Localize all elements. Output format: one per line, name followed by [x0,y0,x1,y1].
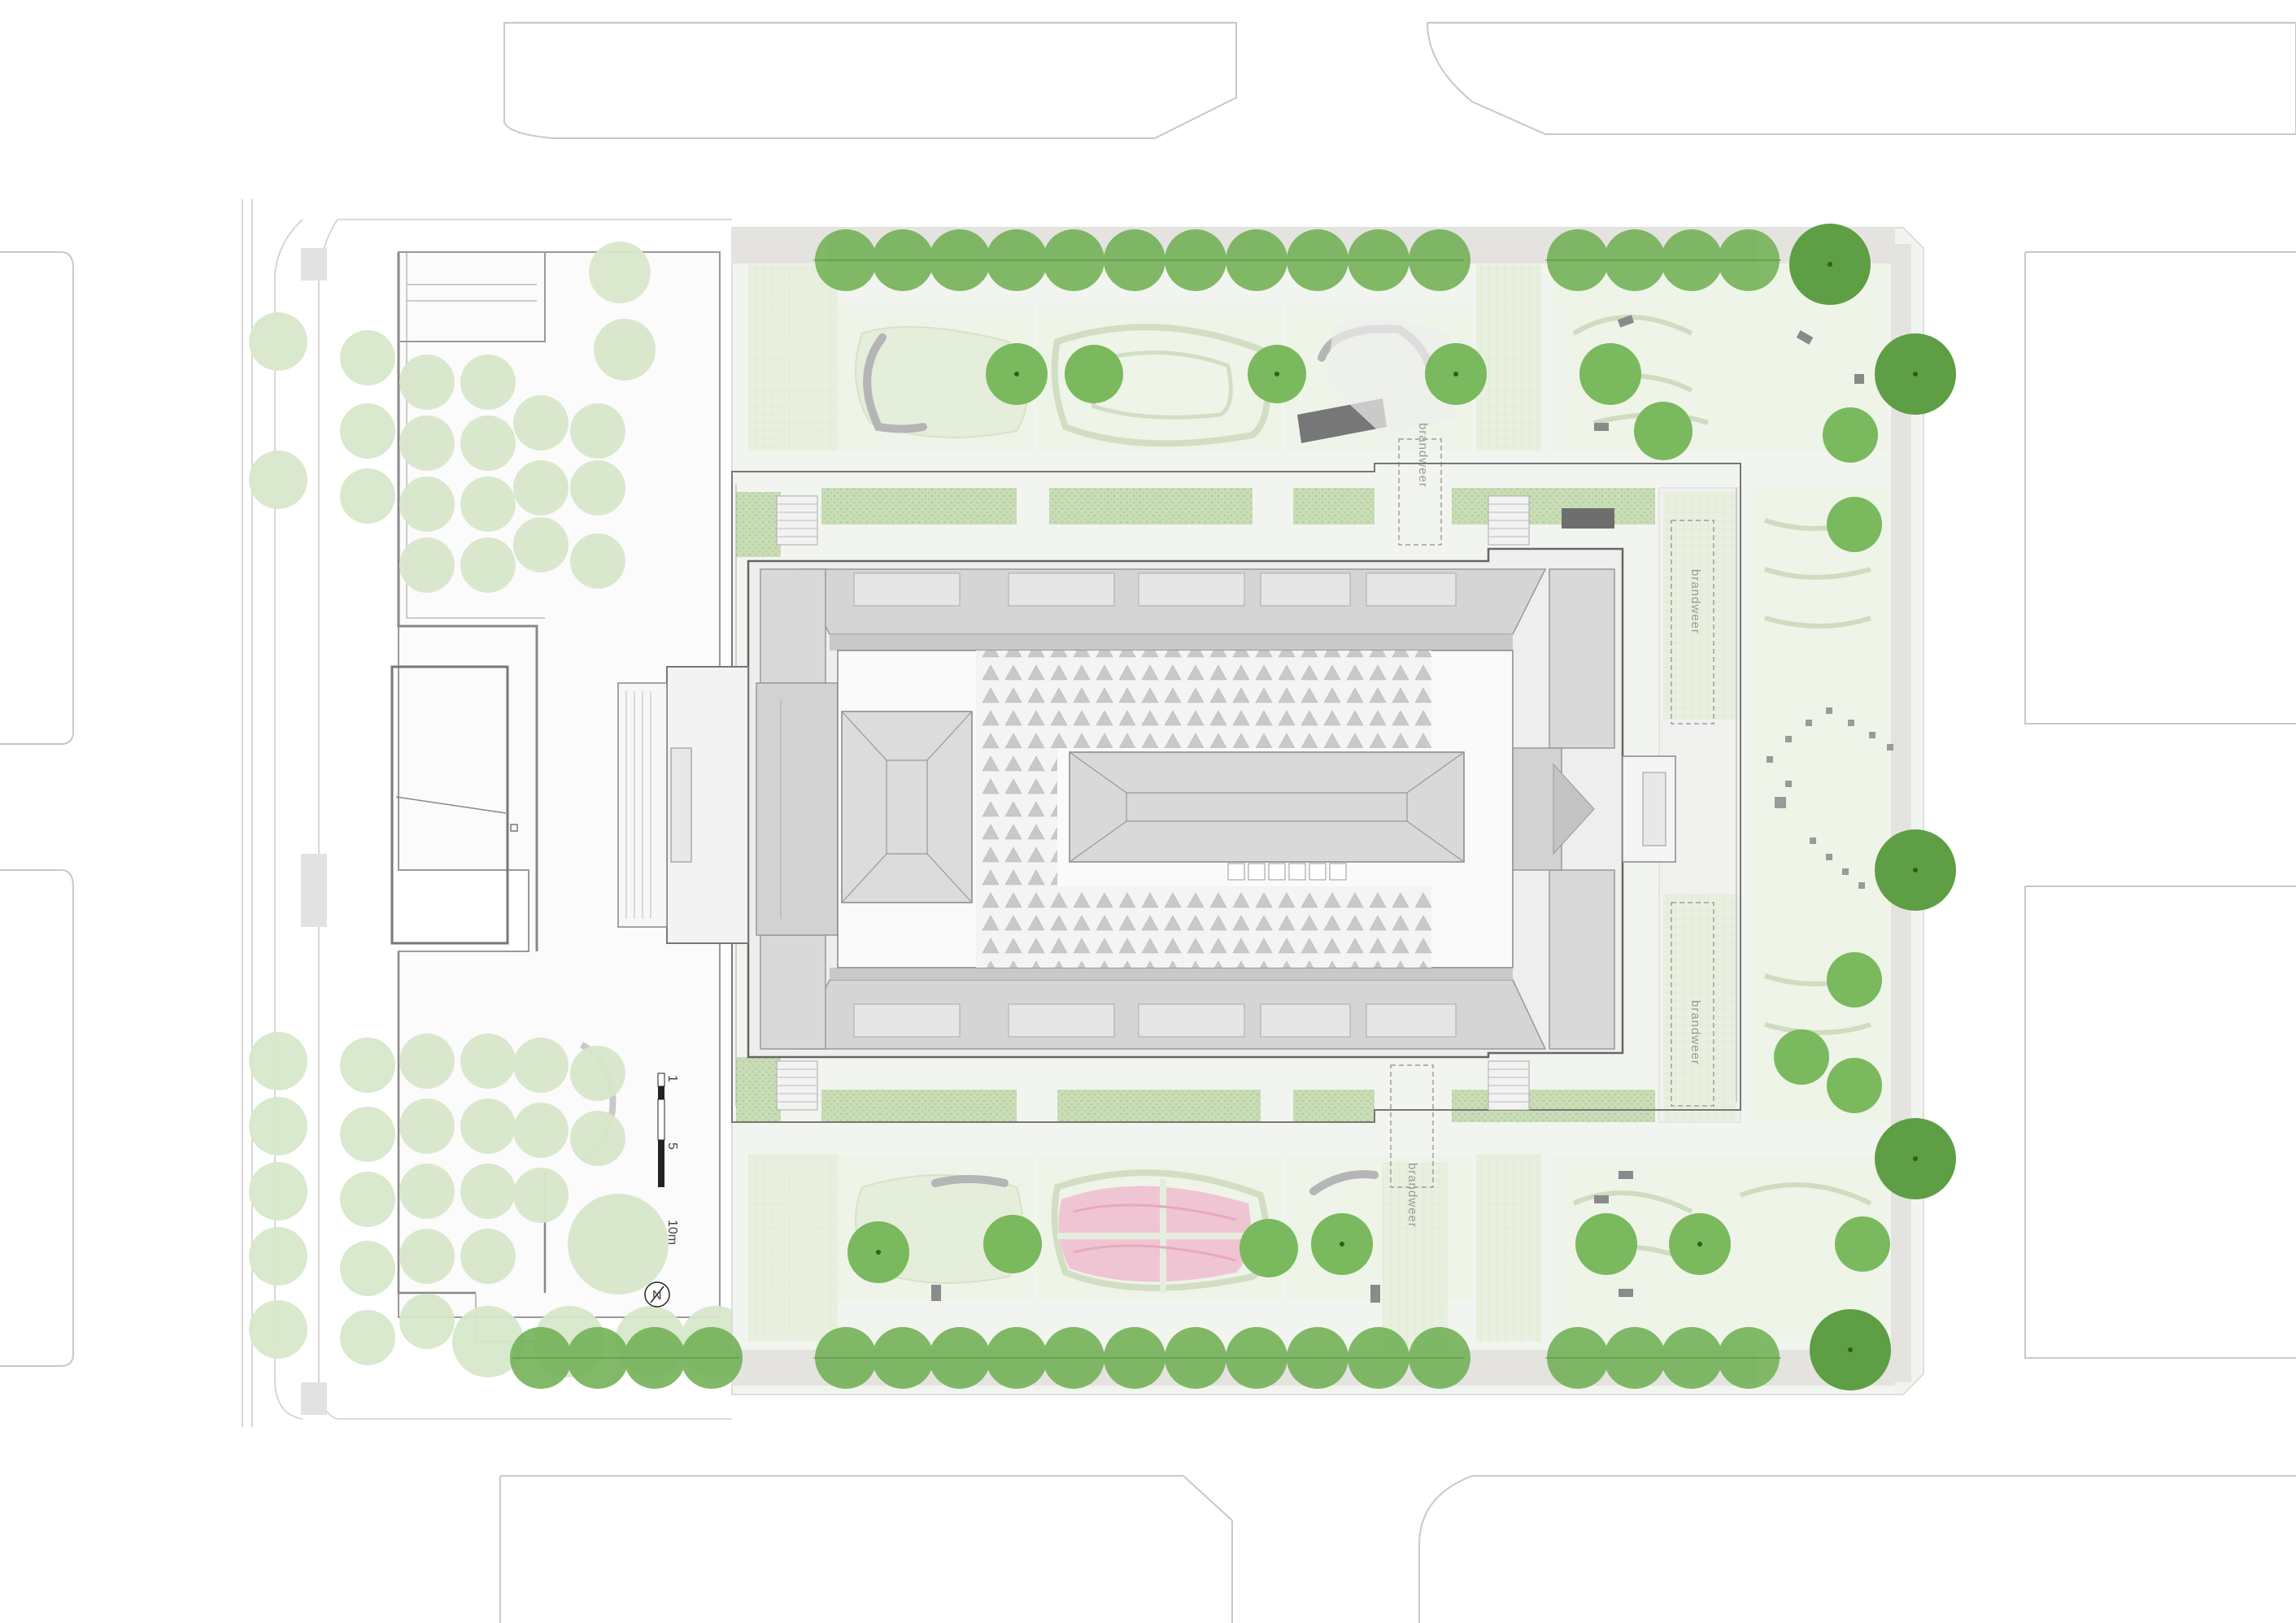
label-brandweer-south: brandweer [1405,1163,1419,1228]
north-arrow-icon: N [644,1281,670,1308]
bench-icon [1562,508,1614,529]
faded-trees-west [249,241,752,1377]
tree-row-lines [512,259,1781,1359]
north-letter: N [652,1289,662,1303]
label-brandweer-east-bottom: brandweer [1688,1000,1702,1065]
tree-row-south [510,1327,1780,1389]
crosswalk-left [301,248,327,1415]
fire-lanes [1390,438,1714,1188]
surrounding-blocks [0,22,2296,1623]
label-brandweer-east-top: brandweer [1688,569,1702,634]
tree-row-north [815,229,1780,291]
label-brandweer-north: brandweer [1416,423,1430,488]
museum-building [617,463,1741,1123]
scale-mark-10m: 10m [665,1220,679,1245]
scale-bar: 1 5 10m [657,1073,679,1245]
tree-trunks [876,262,1918,1352]
scale-mark-1: 1 [665,1075,679,1082]
scale-mark-5: 5 [665,1142,679,1150]
dotted-path-marks [1767,707,1893,889]
garden-rooms-north [736,264,1655,1122]
